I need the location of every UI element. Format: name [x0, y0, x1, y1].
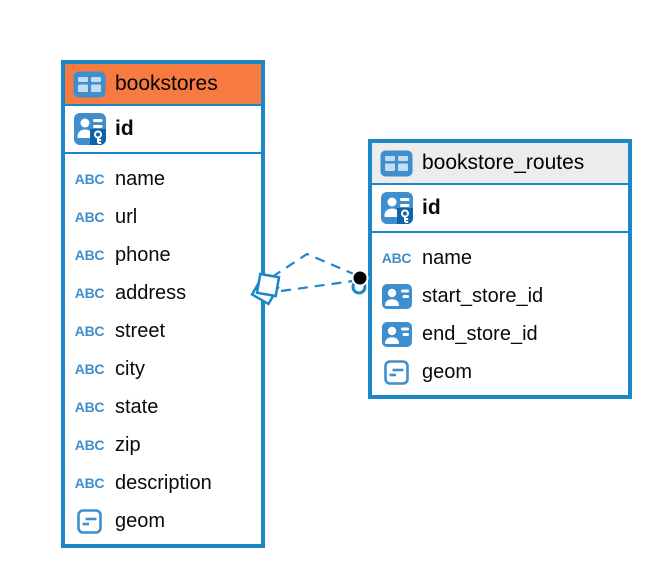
- column-name: name: [115, 167, 166, 190]
- relationship-line-upper[interactable]: [271, 252, 357, 278]
- table-icon: [73, 71, 106, 98]
- column-row[interactable]: ABC: [65, 388, 261, 426]
- column-row[interactable]: ABC: [65, 160, 261, 198]
- column-row[interactable]: ABC: [372, 315, 628, 353]
- column-name: name: [422, 246, 473, 269]
- primary-key-name: id: [422, 196, 441, 219]
- column-row[interactable]: ABC: [372, 239, 628, 277]
- table-bookstore-routes[interactable]: bookstore_routes id: [368, 139, 632, 399]
- column-name: phone: [115, 243, 171, 266]
- primary-key-icon: [73, 113, 106, 145]
- column-name: start_store_id: [422, 284, 544, 307]
- column-row[interactable]: ABC: [65, 198, 261, 236]
- table-header-bookstore-routes[interactable]: bookstore_routes: [372, 143, 628, 185]
- primary-key-row[interactable]: id: [65, 106, 261, 154]
- geometry-type-icon: [73, 508, 106, 534]
- text-type-icon: ABC: [74, 247, 105, 263]
- column-name: geom: [115, 509, 166, 532]
- column-row[interactable]: ABC: [65, 464, 261, 502]
- foreign-key-icon: [380, 283, 413, 309]
- column-row[interactable]: ABC: [65, 236, 261, 274]
- text-type-icon: ABC: [74, 209, 105, 225]
- primary-key-name: id: [115, 117, 134, 140]
- column-list: ABC: [65, 154, 261, 544]
- table-title: bookstore_routes: [422, 151, 585, 174]
- column-name: zip: [115, 433, 141, 456]
- table-bookstores[interactable]: bookstores id: [61, 60, 265, 548]
- column-row[interactable]: ABC: [372, 277, 628, 315]
- column-name: url: [115, 205, 138, 228]
- column-list: ABC: [372, 233, 628, 395]
- relationship-line-lower[interactable]: [280, 279, 354, 293]
- column-name: description: [115, 471, 212, 494]
- primary-key-row[interactable]: id: [372, 185, 628, 233]
- column-name: street: [115, 319, 166, 342]
- text-type-icon: ABC: [74, 361, 105, 377]
- text-type-icon: ABC: [74, 323, 105, 339]
- geometry-type-icon: [380, 359, 413, 385]
- column-name: city: [115, 357, 145, 380]
- table-header-bookstores[interactable]: bookstores: [65, 64, 261, 106]
- primary-key-icon: [380, 192, 413, 224]
- one-side-marker[interactable]: [351, 269, 369, 295]
- column-name: state: [115, 395, 159, 418]
- table-icon: [380, 150, 413, 177]
- text-type-icon: ABC: [74, 399, 105, 415]
- column-row[interactable]: ABC: [65, 350, 261, 388]
- column-row[interactable]: ABC: [372, 353, 628, 391]
- text-type-icon: ABC: [74, 475, 105, 491]
- column-row[interactable]: ABC: [65, 274, 261, 312]
- table-title: bookstores: [115, 72, 218, 95]
- column-name: end_store_id: [422, 322, 538, 345]
- column-row[interactable]: ABC: [65, 426, 261, 464]
- column-row[interactable]: ABC: [65, 502, 261, 540]
- column-row[interactable]: ABC: [65, 312, 261, 350]
- foreign-key-icon: [380, 321, 413, 347]
- column-name: address: [115, 281, 187, 304]
- text-type-icon: ABC: [74, 285, 105, 301]
- text-type-icon: ABC: [381, 250, 412, 266]
- column-name: geom: [422, 360, 473, 383]
- text-type-icon: ABC: [74, 437, 105, 453]
- text-type-icon: ABC: [74, 171, 105, 187]
